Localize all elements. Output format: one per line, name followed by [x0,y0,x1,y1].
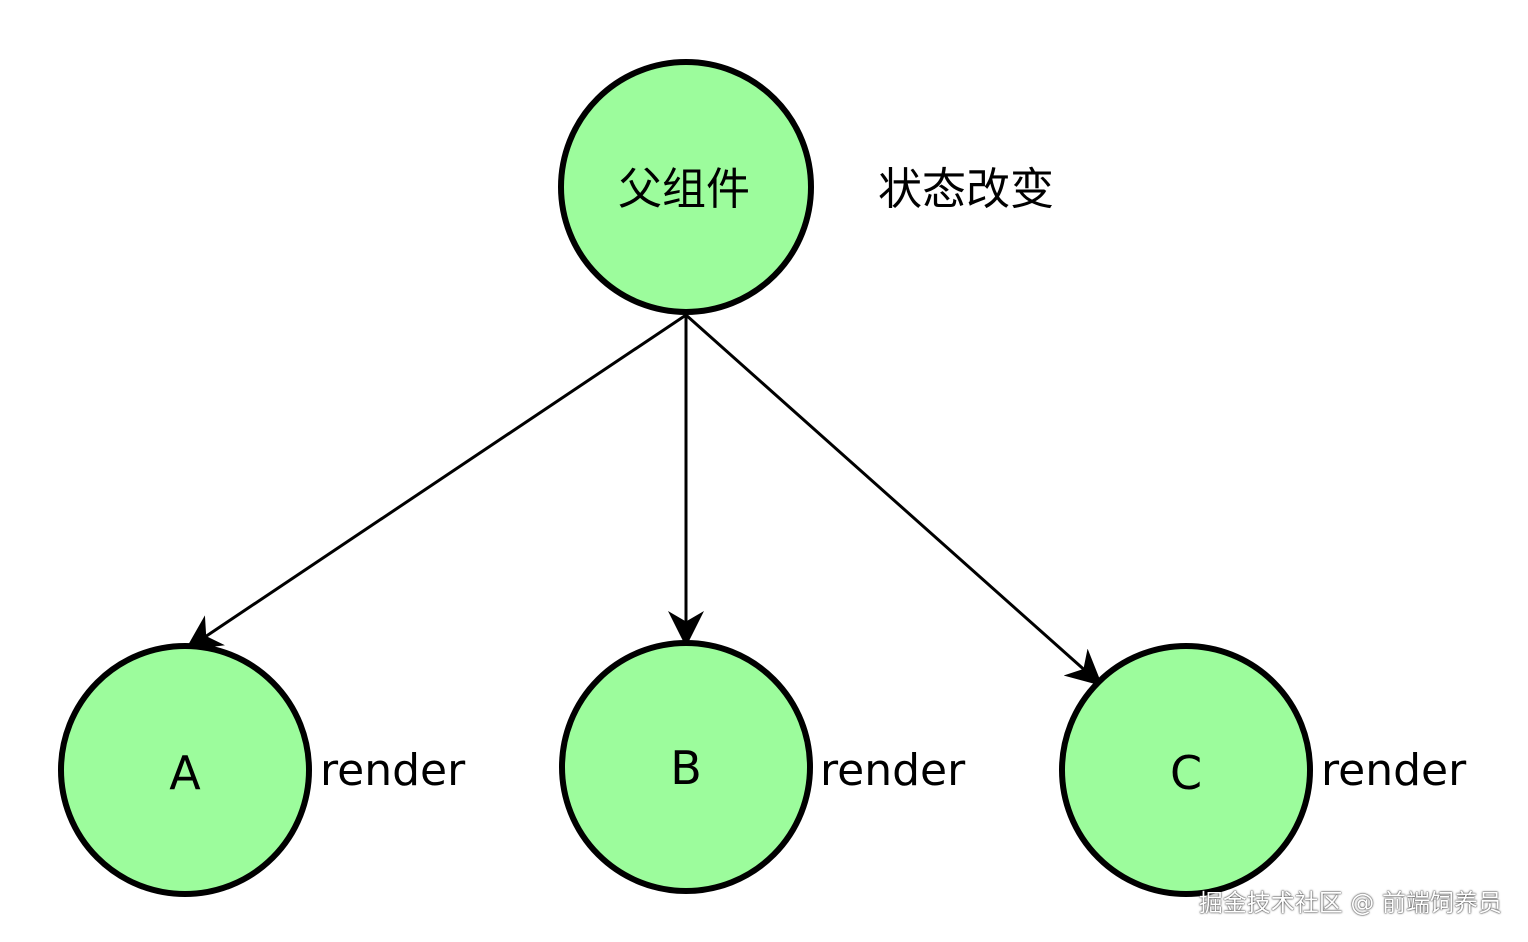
node-b-label: B [670,741,702,795]
node-b-circle [559,640,813,894]
node-parent-circle [558,59,814,315]
node-c-label: C [1170,746,1202,800]
state-change-annotation: 状态改变 [878,164,1054,215]
edge-root-to-c [685,313,1103,686]
watermark-text: 掘金技术社区 @ 前端饲养员 [1198,889,1502,917]
node-a-render-annotation: render [320,745,466,796]
node-c-render-annotation: render [1321,745,1467,796]
node-a-label: A [169,746,201,800]
node-b: B [559,640,813,894]
node-parent-component: 父组件 [558,59,814,315]
edges [185,313,1103,686]
node-b-render-annotation: render [820,745,966,796]
edge-root-to-a [185,313,687,651]
node-parent-label: 父组件 [618,164,750,215]
node-a: A [58,643,312,897]
node-c-circle [1059,643,1313,897]
node-c: C [1059,643,1313,897]
node-a-circle [58,643,312,897]
